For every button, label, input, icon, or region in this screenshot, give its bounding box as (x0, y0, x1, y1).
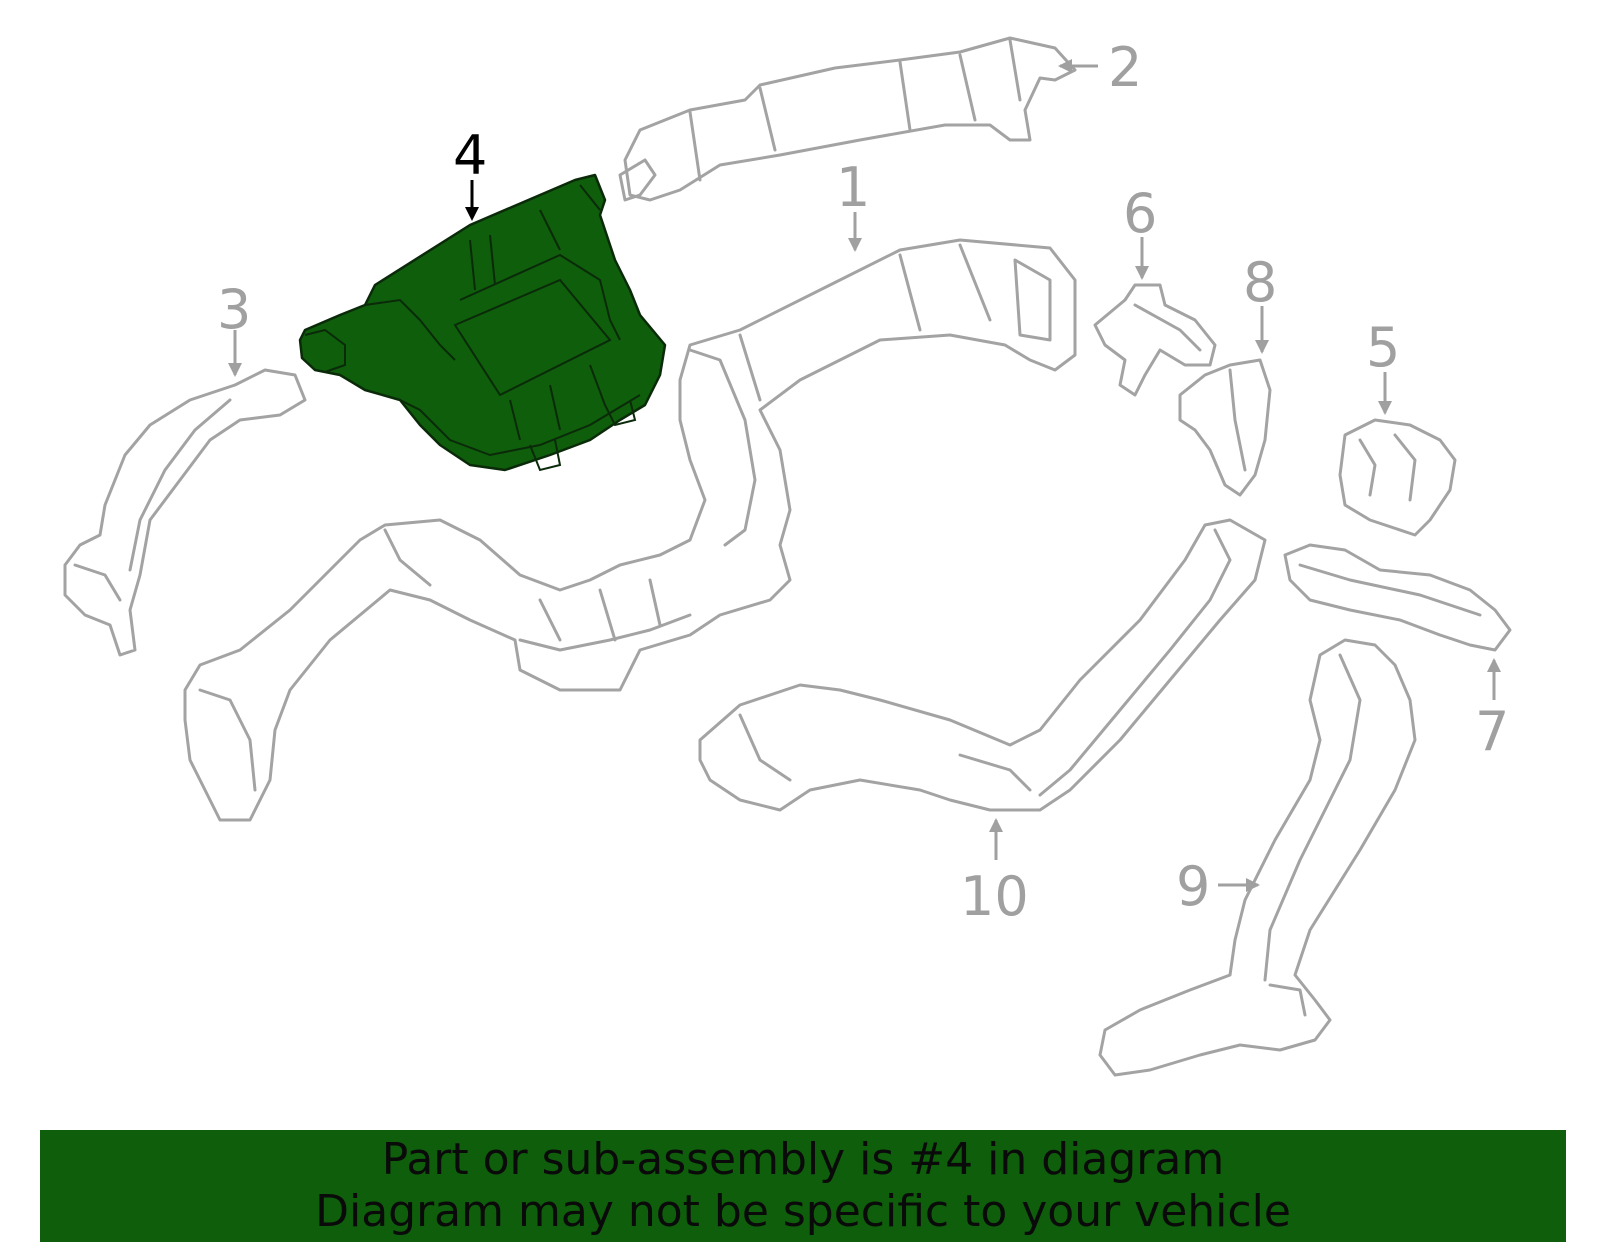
callout-2: 2 (1108, 36, 1142, 99)
part-3-left-duct[interactable] (63, 368, 307, 657)
callout-7: 7 (1475, 700, 1509, 763)
parts-diagram: 2 1 3 4 6 8 5 7 9 10 (63, 36, 1512, 1077)
callout-9: 9 (1176, 855, 1210, 918)
part-10-floor-duct[interactable] (698, 518, 1267, 812)
part-6-bracket[interactable] (1093, 283, 1217, 397)
callout-5: 5 (1366, 316, 1400, 379)
callout-4: 4 (453, 124, 487, 187)
leader-lines (228, 59, 1501, 892)
callout-8: 8 (1243, 251, 1277, 314)
callout-10: 10 (960, 865, 1029, 928)
part-8-bracket[interactable] (1178, 358, 1272, 497)
callout-1: 1 (836, 156, 870, 219)
banner-line-2: Diagram may not be specific to your vehi… (315, 1186, 1291, 1237)
banner-line-1: Part or sub-assembly is #4 in diagram (381, 1134, 1225, 1185)
part-1-main-duct[interactable] (183, 238, 1077, 822)
part-4-selected-housing[interactable] (298, 173, 667, 472)
info-banner: Part or sub-assembly is #4 in diagram Di… (40, 1130, 1566, 1242)
part-2-upper-duct[interactable] (618, 36, 1077, 202)
part-7-vent[interactable] (1283, 543, 1512, 652)
part-5-actuator[interactable] (1338, 418, 1457, 537)
callout-3: 3 (217, 278, 251, 341)
callout-6: 6 (1123, 182, 1157, 245)
